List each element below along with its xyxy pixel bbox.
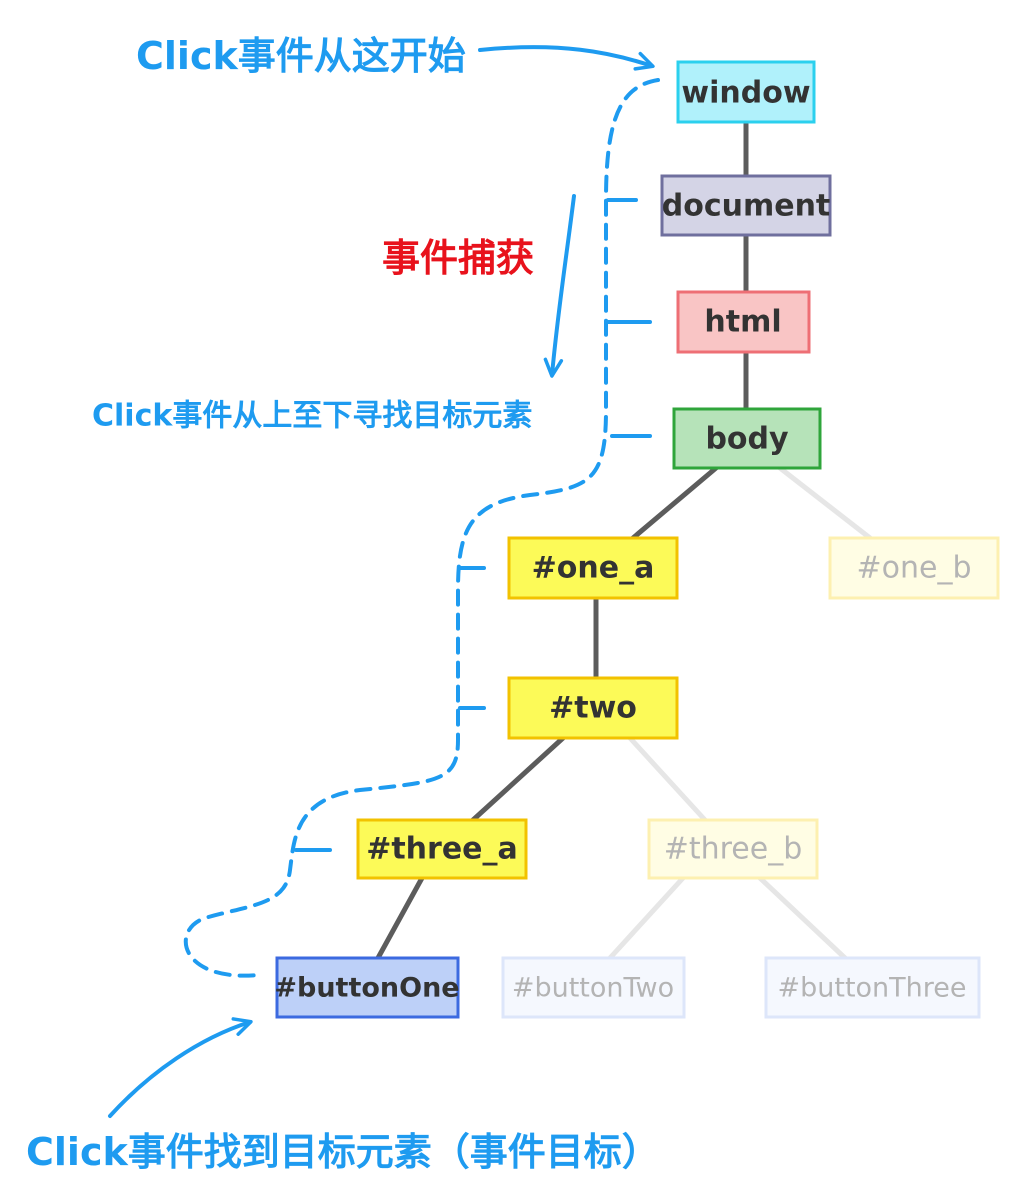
edge-three-b-button-two xyxy=(607,875,686,961)
edge-three-b-button-three xyxy=(757,875,848,961)
node-window-label: window xyxy=(681,76,810,111)
node-button-two-box xyxy=(501,956,686,1019)
edge-two-three-a xyxy=(470,735,566,823)
node-two-label: #two xyxy=(549,691,637,726)
capture-ticks xyxy=(294,198,652,852)
edge-three-a-button-one xyxy=(375,875,425,961)
node-body: body xyxy=(672,407,822,470)
node-button-one: #buttonOne xyxy=(274,956,460,1019)
annotation-found: Click事件找到目标元素（事件目标） xyxy=(26,1130,660,1174)
node-one-a: #one_a xyxy=(507,536,679,600)
node-window-box xyxy=(676,60,816,124)
node-three-b: #three_b xyxy=(647,818,819,880)
node-one-b: #one_b xyxy=(828,536,1000,600)
edge-body-one-a xyxy=(630,465,719,541)
node-one-a-label: #one_a xyxy=(532,551,655,586)
annotation-search: Click事件从上至下寻找目标元素 xyxy=(92,399,532,434)
node-two-box xyxy=(507,676,679,740)
node-one-a-box xyxy=(507,536,679,600)
node-button-three: #buttonThree xyxy=(764,956,981,1019)
node-three-a-box xyxy=(356,818,528,880)
node-one-b-box xyxy=(828,536,1000,600)
edge-two-three-b xyxy=(627,735,708,823)
node-html: html xyxy=(676,290,811,354)
node-three-b-label: #three_b xyxy=(664,832,803,867)
node-one-b-label: #one_b xyxy=(856,551,971,586)
node-button-three-label: #buttonThree xyxy=(777,973,966,1004)
node-document-label: document xyxy=(662,189,831,224)
capture-down-arrow xyxy=(543,194,576,378)
node-body-box xyxy=(672,407,822,470)
node-button-three-box xyxy=(764,956,981,1019)
node-three-a-label: #three_a xyxy=(366,832,518,867)
node-body-label: body xyxy=(705,422,789,457)
annotation-capture: 事件捕获 xyxy=(382,236,534,280)
node-html-box xyxy=(676,290,811,354)
node-button-one-label: #buttonOne xyxy=(274,973,459,1004)
node-window: window xyxy=(676,60,816,124)
node-three-a: #three_a xyxy=(356,818,528,880)
node-two: #two xyxy=(507,676,679,740)
node-three-b-box xyxy=(647,818,819,880)
node-button-one-box xyxy=(275,956,460,1019)
node-html-label: html xyxy=(704,305,781,340)
node-document-box xyxy=(660,174,832,237)
edge-body-one-b xyxy=(777,465,873,541)
node-button-two: #buttonTwo xyxy=(501,956,686,1019)
target-arrow xyxy=(108,1017,253,1118)
node-button-two-label: #buttonTwo xyxy=(512,973,674,1004)
capture-path xyxy=(183,78,660,978)
node-document: document xyxy=(660,174,832,237)
tree-edges xyxy=(375,119,873,961)
start-arrow xyxy=(478,45,655,71)
annotation-start: Click事件从这开始 xyxy=(136,34,466,78)
